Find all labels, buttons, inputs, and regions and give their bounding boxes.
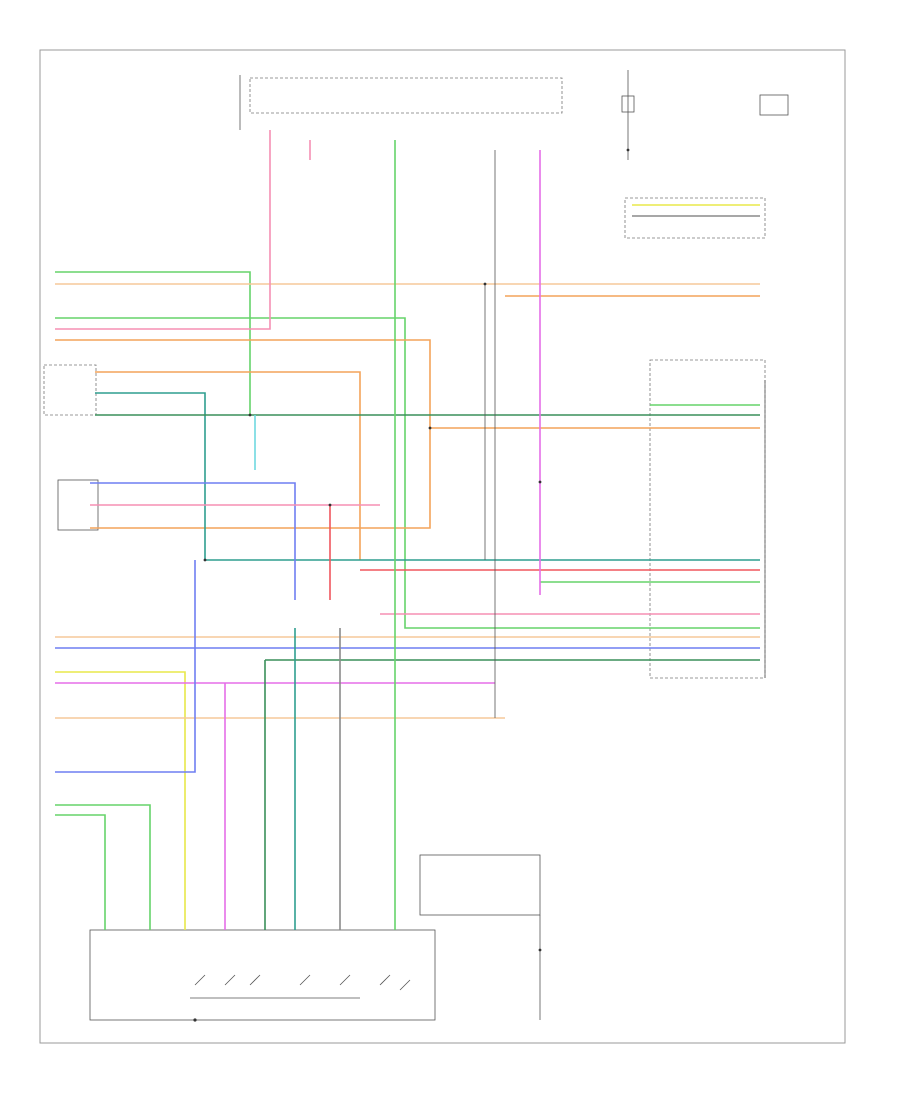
transmission-range-sensor-box <box>89 929 436 1021</box>
range-switch-contacts <box>190 974 411 999</box>
wire-pink-mid <box>55 130 271 330</box>
wire-teal-393 <box>95 392 760 561</box>
wire-blue-772 <box>55 560 196 773</box>
instrument-cluster-connector <box>624 197 766 239</box>
wire-green-mid <box>55 317 760 629</box>
wire-yellow-672 <box>55 671 186 930</box>
top-junction-box <box>249 77 563 114</box>
wire-orange-370 <box>95 371 361 560</box>
wire-green-805 <box>55 804 151 930</box>
right-control-module <box>649 359 766 679</box>
splice-points <box>193 148 630 1022</box>
diagram-frame <box>39 49 846 1044</box>
bottom-right-ground-box <box>419 854 541 916</box>
top-right-fuse <box>621 95 635 113</box>
wire-teal-815 <box>55 814 106 930</box>
wire-green-top <box>55 271 251 415</box>
left-side-switch <box>43 364 97 416</box>
wire-blue-483 <box>90 482 296 600</box>
wire-orange-mid <box>55 339 431 529</box>
right-top-switch-box <box>759 94 789 116</box>
